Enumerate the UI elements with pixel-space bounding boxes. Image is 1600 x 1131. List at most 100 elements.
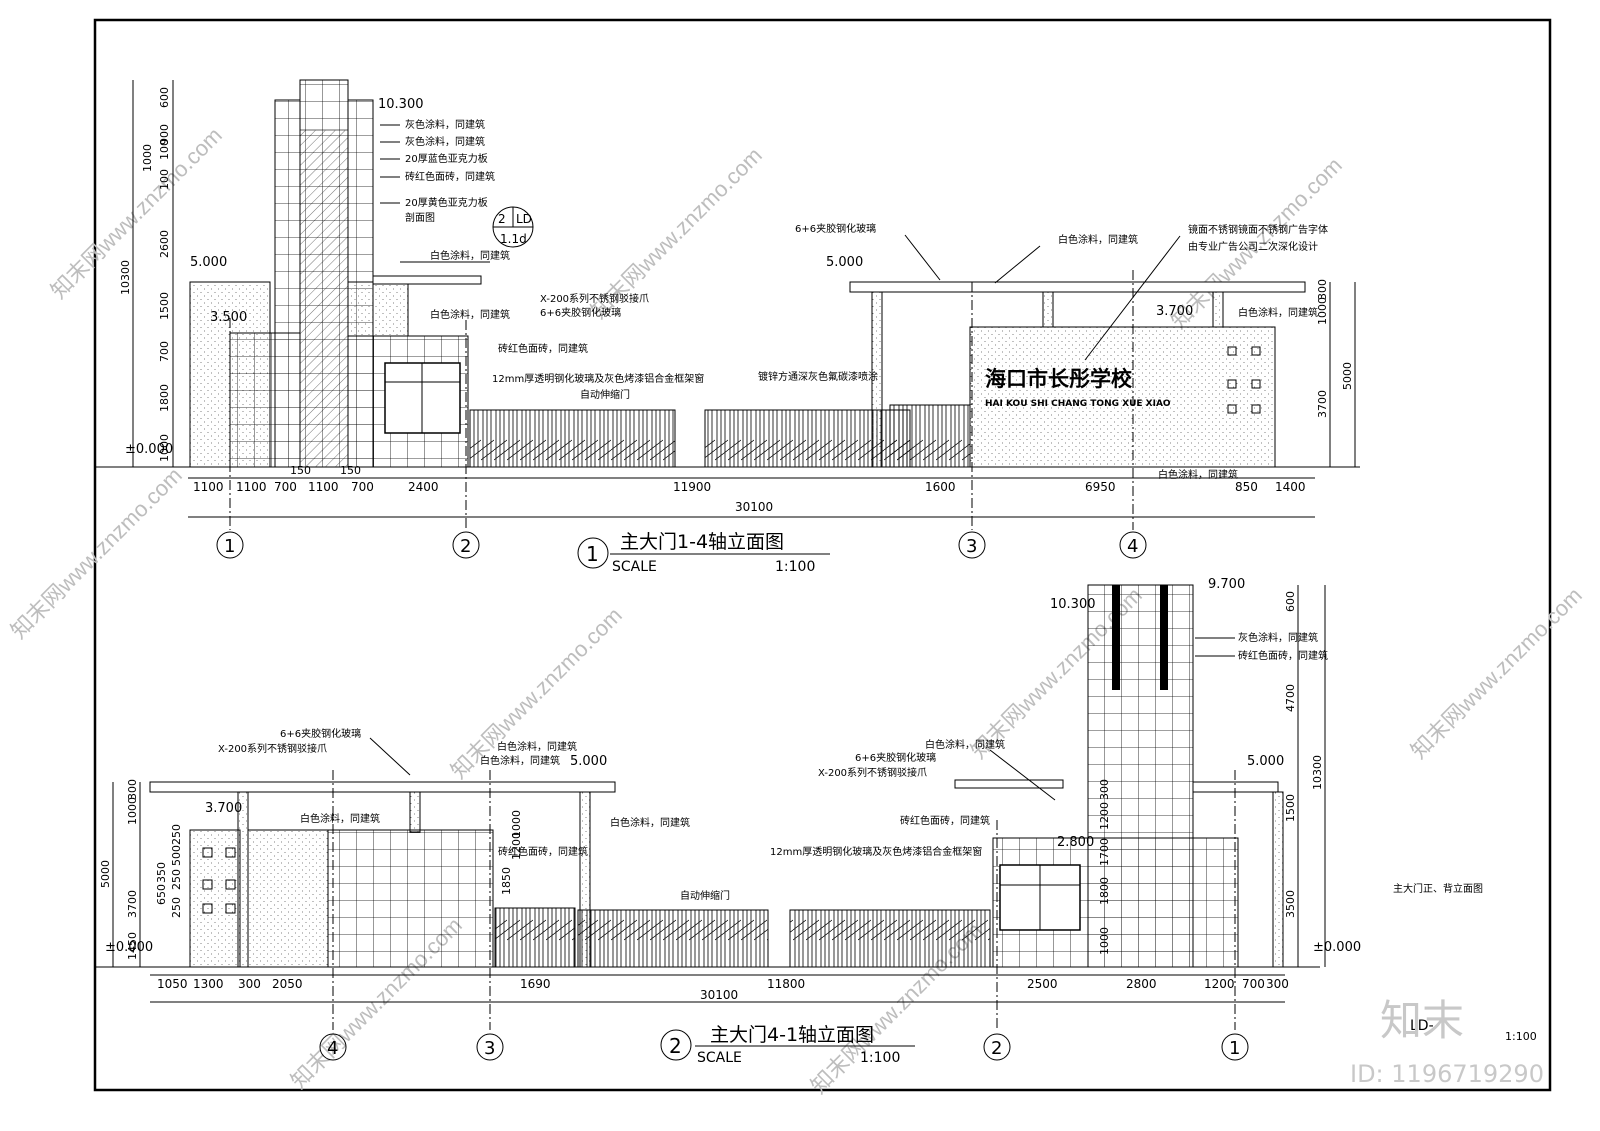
svg-text:灰色涂料，同建筑: 灰色涂料，同建筑 [1238, 631, 1318, 644]
svg-text:6+6夹胶钢化玻璃: 6+6夹胶钢化玻璃 [280, 727, 361, 740]
svg-text:900: 900 [158, 124, 171, 145]
svg-text:1000: 1000 [141, 144, 154, 172]
svg-text:20厚蓝色亚克力板: 20厚蓝色亚克力板 [405, 152, 488, 165]
svg-text:2400: 2400 [408, 480, 439, 494]
svg-text:4: 4 [1127, 536, 1138, 557]
svg-text:12mm厚透明钢化玻璃及灰色烤漆铝合金框架窗: 12mm厚透明钢化玻璃及灰色烤漆铝合金框架窗 [770, 845, 982, 858]
elev1-right-dims: 300 1000 3700 5000 [1316, 279, 1356, 467]
svg-text:3.700: 3.700 [1156, 304, 1193, 319]
svg-text:白色涂料，同建筑: 白色涂料，同建筑 [430, 249, 510, 262]
sheet-scale: 1:100 [1505, 1030, 1537, 1043]
svg-text:6950: 6950 [1085, 480, 1116, 494]
svg-text:2: 2 [498, 212, 506, 226]
svg-text:自动伸缩门: 自动伸缩门 [580, 388, 630, 401]
elev1-bottom-dims: 1100 1100 700 1100 700 2400 11900 1600 6… [188, 464, 1315, 518]
svg-text:±0.000: ±0.000 [1313, 940, 1361, 955]
svg-text:X-200系列不锈钢驳接爪: X-200系列不锈钢驳接爪 [540, 292, 649, 305]
svg-text:白色涂料，同建筑: 白色涂料，同建筑 [497, 740, 577, 753]
svg-text:3.700: 3.700 [205, 801, 242, 816]
svg-text:5000: 5000 [1341, 362, 1354, 390]
svg-text:白色涂料，同建筑: 白色涂料，同建筑 [480, 754, 560, 767]
elev1-title: 1 主大门1-4轴立面图 SCALE 1:100 [577, 531, 830, 575]
svg-text:白色涂料，同建筑: 白色涂料，同建筑 [300, 812, 380, 825]
svg-text:X-200系列不锈钢驳接爪: X-200系列不锈钢驳接爪 [218, 742, 327, 755]
svg-text:1000: 1000 [126, 797, 139, 825]
sheet-info: 主大门正、背立面图 LD- 1:100 知末 ID: 1196719290 [1350, 882, 1544, 1088]
svg-text:350: 350 [155, 862, 168, 883]
elev1-detail-ref: 2 LD 1.1d [492, 206, 534, 248]
svg-text:1: 1 [1229, 1038, 1240, 1059]
svg-text:砖红色面砖，同建筑: 砖红色面砖，同建筑 [405, 170, 495, 183]
svg-text:30100: 30100 [700, 988, 738, 1002]
svg-text:1200: 1200 [1098, 802, 1111, 830]
svg-text:2800: 2800 [1126, 977, 1157, 991]
sheet-title: 主大门正、背立面图 [1393, 882, 1483, 895]
svg-text:5.000: 5.000 [570, 754, 607, 769]
svg-text:1000: 1000 [158, 434, 171, 462]
svg-text:10300: 10300 [1311, 755, 1324, 790]
svg-text:2: 2 [991, 1038, 1002, 1059]
svg-text:10.300: 10.300 [378, 97, 424, 112]
svg-text:100: 100 [158, 169, 171, 190]
elev1-axes: 1 2 3 4 [216, 531, 1147, 559]
svg-text:砖红色面砖，同建筑: 砖红色面砖，同建筑 [1238, 649, 1328, 662]
svg-text:700: 700 [274, 480, 297, 494]
svg-text:3: 3 [484, 1038, 495, 1059]
svg-text:300: 300 [1316, 279, 1329, 300]
svg-text:300: 300 [126, 779, 139, 800]
svg-text:4: 4 [327, 1038, 338, 1059]
svg-text:2.800: 2.800 [1057, 835, 1094, 850]
sheet-border [93, 18, 1552, 1092]
svg-text:1: 1 [224, 536, 235, 557]
svg-text:700: 700 [158, 341, 171, 362]
svg-text:1200: 1200 [510, 832, 523, 860]
svg-text:4700: 4700 [1284, 684, 1297, 712]
svg-text:3500: 3500 [1284, 890, 1297, 918]
elev2-callouts: 6+6夹胶钢化玻璃 X-200系列不锈钢驳接爪 白色涂料，同建筑 白色涂料，同建… [218, 631, 1328, 902]
svg-text:主大门4-1轴立面图: 主大门4-1轴立面图 [710, 1024, 874, 1046]
svg-text:1690: 1690 [520, 977, 551, 991]
svg-text:1100: 1100 [236, 480, 267, 494]
svg-text:2500: 2500 [1027, 977, 1058, 991]
svg-text:6+6夹胶钢化玻璃: 6+6夹胶钢化玻璃 [540, 306, 621, 319]
svg-text:由专业广告公司二次深化设计: 由专业广告公司二次深化设计 [1188, 240, 1318, 253]
svg-text:知末网www.znzmo.com: 知末网www.znzmo.com [1406, 582, 1587, 763]
elevation-2 [95, 584, 1320, 1030]
sign-english: HAI KOU SHI CHANG TONG XUE XIAO [985, 399, 1171, 409]
svg-text:700: 700 [1242, 977, 1265, 991]
svg-text:300: 300 [1266, 977, 1289, 991]
svg-text:250: 250 [170, 824, 183, 845]
sign-chinese: 海口市长彤学校 [985, 367, 1133, 391]
svg-text:1.1d: 1.1d [500, 232, 527, 246]
elev2-left-dims: 300 1000 3700 1450 5000 250 500 350 650 … [99, 779, 523, 967]
elev1-levels: 10.300 5.000 3.500 ±0.000 5.000 3.700 [125, 97, 1193, 457]
svg-text:150: 150 [290, 464, 311, 477]
svg-text:灰色涂料，同建筑: 灰色涂料，同建筑 [405, 135, 485, 148]
svg-text:砖红色面砖，同建筑: 砖红色面砖，同建筑 [498, 845, 588, 858]
svg-text:5000: 5000 [99, 860, 112, 888]
svg-text:±0.000: ±0.000 [105, 940, 153, 955]
svg-text:白色涂料，同建筑: 白色涂料，同建筑 [610, 816, 690, 829]
svg-text:500: 500 [170, 845, 183, 866]
svg-text:1050: 1050 [157, 977, 188, 991]
elevation-1: 海口市长彤学校 HAI KOU SHI CHANG TONG XUE XIAO [95, 79, 1360, 530]
svg-text:100: 100 [158, 139, 171, 160]
elev1-left-dims: 600 900 100 1000 100 2600 1500 700 1800 … [119, 80, 174, 467]
svg-text:砖红色面砖，同建筑: 砖红色面砖，同建筑 [498, 342, 588, 355]
elev1-callouts: 灰色涂料，同建筑 灰色涂料，同建筑 20厚蓝色亚克力板 砖红色面砖，同建筑 20… [380, 118, 1328, 481]
elev2-bottom-dims: 1050 1300 300 2050 1690 11800 2500 2800 … [150, 974, 1289, 1003]
svg-text:10300: 10300 [119, 260, 132, 295]
svg-text:X-200系列不锈钢驳接爪: X-200系列不锈钢驳接爪 [818, 766, 927, 779]
id-label: ID: 1196719290 [1350, 1060, 1544, 1088]
svg-text:3700: 3700 [1316, 390, 1329, 418]
svg-text:700: 700 [351, 480, 374, 494]
svg-text:5.000: 5.000 [190, 255, 227, 270]
brand-logo: 知末 [1380, 996, 1464, 1045]
svg-text:知末网www.znzmo.com: 知末网www.znzmo.com [6, 462, 187, 643]
sheet-number: LD- [1410, 1018, 1434, 1034]
svg-text:2600: 2600 [158, 230, 171, 258]
svg-text:1850: 1850 [500, 867, 513, 895]
svg-text:1800: 1800 [158, 384, 171, 412]
svg-text:1100: 1100 [193, 480, 224, 494]
